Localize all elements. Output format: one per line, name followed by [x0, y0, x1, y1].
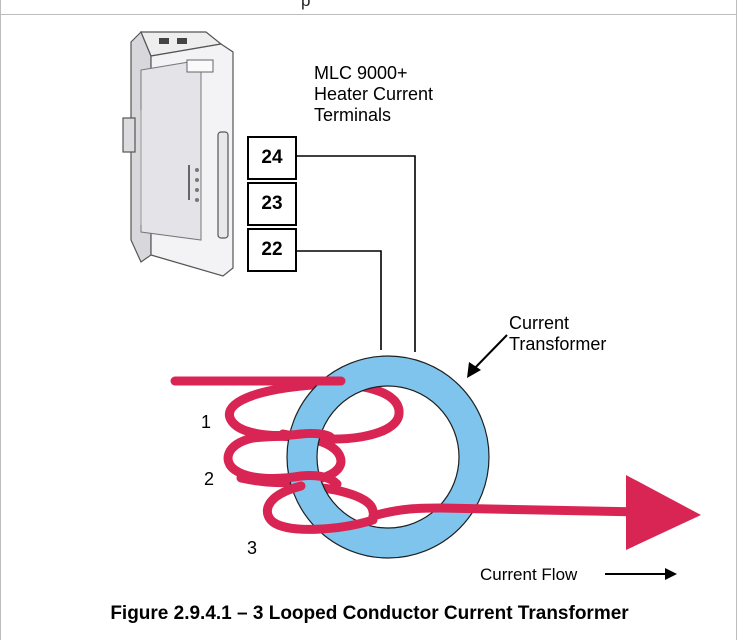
module-label-line-3: Terminals: [314, 105, 392, 125]
conductor-arrowhead: [626, 475, 701, 550]
loop-number-3: 3: [247, 538, 258, 558]
conductor-front: [170, 376, 646, 534]
ct-label-line-2: Transformer: [509, 334, 607, 354]
figure-caption: Figure 2.9.4.1 – 3 Looped Conductor Curr…: [110, 603, 629, 624]
loop-number-2: 2: [204, 469, 215, 489]
current-flow-arrow: [605, 568, 677, 580]
ct-pointer-arrow: [467, 334, 508, 378]
terminal-24: 24: [247, 136, 297, 180]
ct-label-line-1: Current: [509, 313, 570, 333]
current-flow-label: Current Flow: [480, 565, 578, 584]
loop-number-1: 1: [201, 412, 212, 432]
module-label: MLC 9000+ Heater Current Terminals: [314, 63, 433, 126]
module-label-line-2: Heater Current: [314, 84, 434, 104]
current-transformer-ring: [286, 355, 490, 559]
header-partial-text: p: [301, 0, 311, 10]
module-label-line-1: MLC 9000+: [314, 63, 408, 83]
terminal-22: 22: [247, 228, 297, 272]
current-transformer-label: Current Transformer: [509, 313, 606, 355]
terminal-wires: [297, 155, 416, 352]
terminal-23: 23: [247, 182, 297, 226]
mlc-device-illustration: [122, 30, 234, 277]
